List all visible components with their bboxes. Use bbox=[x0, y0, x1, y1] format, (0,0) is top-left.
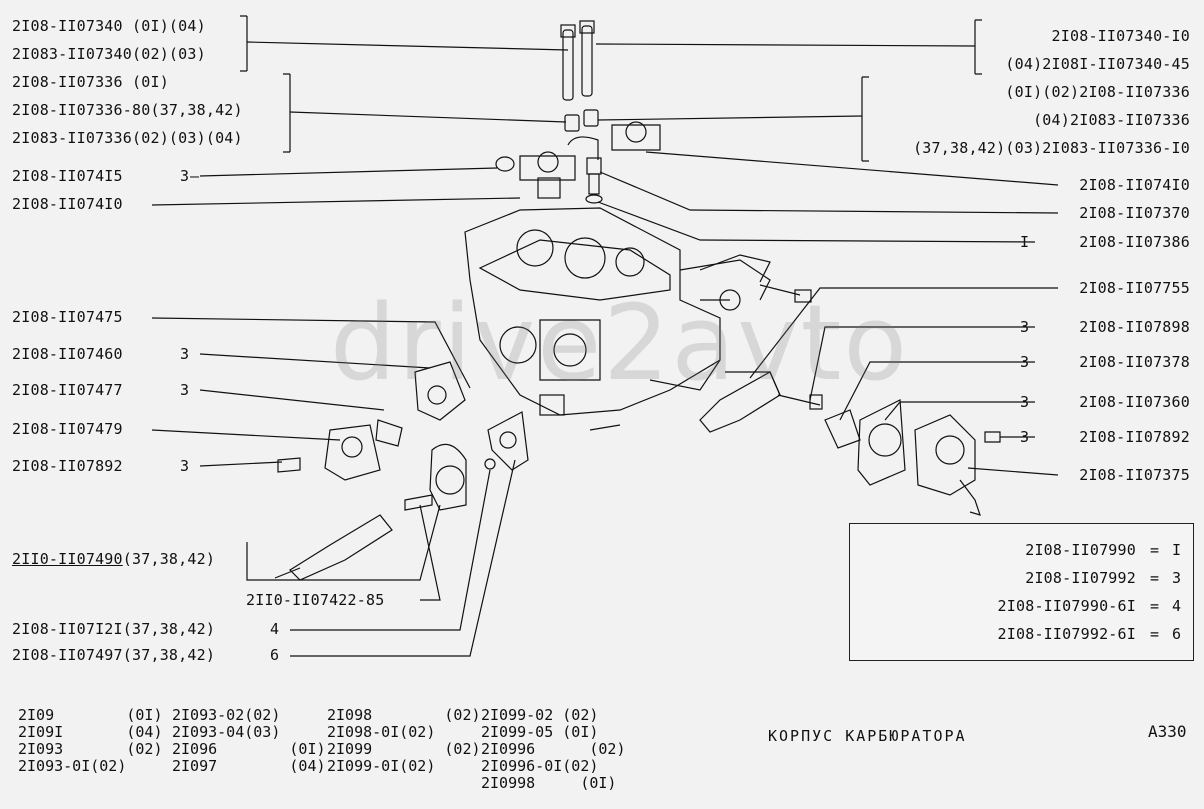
qty-2108-1107386: I bbox=[1020, 233, 1030, 251]
model-row: 2I0996 (02) bbox=[481, 740, 626, 758]
quantity-legend bbox=[849, 523, 1194, 661]
page-code: А330 bbox=[1148, 722, 1187, 741]
label-2110-1107490-models: (37,38,42) bbox=[122, 550, 216, 568]
label-2108-1107898: 2I08-II07898 bbox=[1079, 318, 1190, 336]
label-2108-1107340-10: 2I08-II07340-I0 bbox=[1051, 27, 1190, 45]
qty-2108-1107497: 6 bbox=[270, 646, 280, 664]
legend-part-1: 2I08-II07990 bbox=[1025, 541, 1136, 559]
legend-num-4: 6 bbox=[1172, 625, 1182, 643]
applicability-col-2: 2I093-02(02)2I093-04(03)2I096 (0I)2I097 … bbox=[172, 690, 326, 792]
model-row: 2I099-05 (0I) bbox=[481, 723, 599, 741]
label-21083-1107340: 2I083-II07340(02)(03) bbox=[12, 45, 206, 63]
label-2108-1107360: 2I08-II07360 bbox=[1079, 393, 1190, 411]
label-21081-1107340-45: (04)2I08I-II07340-45 bbox=[1005, 55, 1190, 73]
model-row: 2I093 (02) bbox=[18, 740, 163, 758]
label-2108-1107340-01-04: 2I08-II07340 (0I)(04) bbox=[12, 17, 206, 35]
label-2108-1107336-80: 2I08-II07336-80(37,38,42) bbox=[12, 101, 243, 119]
model-row: 2I093-04(03) bbox=[172, 723, 281, 741]
legend-part-3: 2I08-II07990-6I bbox=[997, 597, 1136, 615]
label-2108-1107410-right: 2I08-II074I0 bbox=[1079, 176, 1190, 194]
label-2108-1107479: 2I08-II07479 bbox=[12, 420, 123, 438]
label-2108-1107410-left: 2I08-II074I0 bbox=[12, 195, 123, 213]
model-row: 2I0998 (0I) bbox=[481, 774, 617, 792]
label-2108-1107755: 2I08-II07755 bbox=[1079, 279, 1190, 297]
legend-eq-1: = bbox=[1150, 541, 1160, 559]
label-2108-1107336-right: (0I)(02)2I08-II07336 bbox=[1005, 83, 1190, 101]
label-21083-1107336-10: (37,38,42)(03)2I083-II07336-I0 bbox=[913, 139, 1190, 157]
label-2108-1107378: 2I08-II07378 bbox=[1079, 353, 1190, 371]
label-2108-1107386: 2I08-II07386 bbox=[1079, 233, 1190, 251]
qty-2108-1107415: 3 bbox=[180, 167, 190, 185]
label-21083-1107336: 2I083-II07336(02)(03)(04) bbox=[12, 129, 243, 147]
model-row: 2I09 (0I) bbox=[18, 706, 163, 724]
qty-2108-1107378: 3 bbox=[1020, 353, 1030, 371]
label-2110-1107422-85: 2II0-II07422-85 bbox=[246, 591, 385, 609]
model-row: 2I099-02 (02) bbox=[481, 706, 599, 724]
label-2108-1107121: 2I08-II07I2I(37,38,42) bbox=[12, 620, 216, 638]
legend-eq-4: = bbox=[1150, 625, 1160, 643]
model-row: 2I097 (04) bbox=[172, 757, 326, 775]
label-2108-1107475: 2I08-II07475 bbox=[12, 308, 123, 326]
qty-2108-1107892-left: 3 bbox=[180, 457, 190, 475]
label-2108-1107375: 2I08-II07375 bbox=[1079, 466, 1190, 484]
applicability-col-4: 2I099-02 (02)2I099-05 (0I)2I0996 (02)2I0… bbox=[481, 690, 626, 809]
label-2110-1107490: 2II0-II07490(37,38,42) bbox=[12, 550, 215, 568]
qty-2108-1107121: 4 bbox=[270, 620, 280, 638]
qty-2108-1107898: 3 bbox=[1020, 318, 1030, 336]
label-2108-1107460: 2I08-II07460 bbox=[12, 345, 123, 363]
model-row: 2I093-0I(02) bbox=[18, 757, 127, 775]
label-21083-1107336-right: (04)2I083-II07336 bbox=[1033, 111, 1190, 129]
model-row: 2I09I (04) bbox=[18, 723, 163, 741]
qty-2108-1107892-right: 3 bbox=[1020, 428, 1030, 446]
applicability-col-1: 2I09 (0I)2I09I (04)2I093 (02)2I093-0I(02… bbox=[18, 690, 163, 792]
qty-2108-1107477: 3 bbox=[180, 381, 190, 399]
applicability-col-3: 2I098 (02)2I098-0I(02)2I099 (02)2I099-0I… bbox=[327, 690, 481, 792]
legend-num-1: I bbox=[1172, 541, 1182, 559]
label-2108-1107336-01: 2I08-II07336 (0I) bbox=[12, 73, 169, 91]
label-2108-1107497: 2I08-II07497(37,38,42) bbox=[12, 646, 216, 664]
model-row: 2I0996-0I(02) bbox=[481, 757, 599, 775]
model-row: 2I098 (02) bbox=[327, 706, 481, 724]
label-2108-1107370: 2I08-II07370 bbox=[1079, 204, 1190, 222]
label-2108-1107415: 2I08-II074I5 bbox=[12, 167, 123, 185]
legend-eq-2: = bbox=[1150, 569, 1160, 587]
caption: КОРПУС КАРБЮРАТОРА bbox=[768, 727, 967, 745]
label-2110-1107490-code: 2II0-II07490 bbox=[12, 550, 123, 568]
qty-2108-1107360: 3 bbox=[1020, 393, 1030, 411]
legend-part-2: 2I08-II07992 bbox=[1025, 569, 1136, 587]
model-row: 2I096 (0I) bbox=[172, 740, 326, 758]
label-2108-1107892-right: 2I08-II07892 bbox=[1079, 428, 1190, 446]
label-2108-1107477: 2I08-II07477 bbox=[12, 381, 123, 399]
qty-2108-1107460: 3 bbox=[180, 345, 190, 363]
model-row: 2I099 (02) bbox=[327, 740, 481, 758]
model-row: 2I098-0I(02) bbox=[327, 723, 436, 741]
label-2108-1107892-left: 2I08-II07892 bbox=[12, 457, 123, 475]
model-row: 2I093-02(02) bbox=[172, 706, 281, 724]
dash-1: — bbox=[190, 167, 200, 185]
legend-part-4: 2I08-II07992-6I bbox=[997, 625, 1136, 643]
model-row: 2I099-0I(02) bbox=[327, 757, 436, 775]
legend-eq-3: = bbox=[1150, 597, 1160, 615]
legend-num-3: 4 bbox=[1172, 597, 1182, 615]
legend-num-2: 3 bbox=[1172, 569, 1182, 587]
